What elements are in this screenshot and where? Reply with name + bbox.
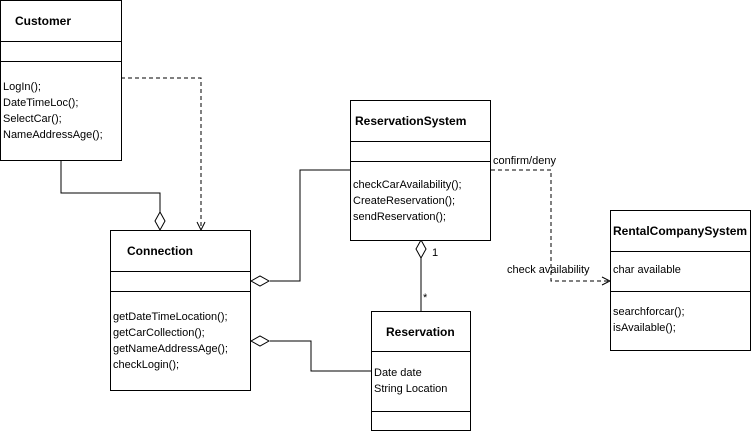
reservationsystem-rental-dependency — [491, 169, 610, 281]
class-rental-company-system[interactable]: RentalCompanySystem char available searc… — [610, 210, 751, 351]
class-member: DateTimeLoc(); — [3, 97, 79, 109]
class-member: checkLogin(); — [113, 359, 180, 371]
class-reservation-system-operations: checkCarAvailability(); CreateReservation… — [351, 162, 490, 225]
class-member: getDateTimeLocation(); — [113, 311, 228, 323]
class-rental-company-system-title: RentalCompanySystem — [611, 211, 750, 252]
customer-connection-aggregation — [60, 160, 161, 212]
class-customer-operations: LogIn(); DateTimeLoc(); SelectCar(); NameAd… — [1, 62, 121, 143]
class-customer-attributes — [1, 42, 121, 62]
customer-connection-dependency — [121, 77, 201, 230]
class-rental-company-system-operations: searchforcar(); isAvailable(); — [611, 292, 750, 336]
label-check-availability: check availability — [507, 264, 590, 276]
class-customer[interactable]: Customer LogIn(); DateTimeLoc(); SelectCar… — [0, 0, 122, 161]
reservation-connection-aggregation — [270, 340, 371, 372]
class-member: Date date — [374, 367, 422, 379]
class-connection-operations: getDateTimeLocation(); getCarCollection()… — [111, 292, 250, 373]
aggregation-diamond-connection-right — [249, 275, 271, 287]
class-member: LogIn(); — [3, 81, 41, 93]
class-customer-title: Customer — [1, 1, 121, 42]
class-member: searchforcar(); — [613, 306, 685, 318]
class-connection-attributes — [111, 272, 250, 292]
class-rental-company-system-attributes: char available — [611, 252, 750, 292]
label-confirm-deny: confirm/deny — [493, 155, 556, 167]
class-member: isAvailable(); — [613, 322, 676, 334]
class-member: sendReservation(); — [353, 211, 446, 223]
label-multiplicity-many: * — [423, 292, 428, 304]
class-reservation-title: Reservation — [372, 312, 470, 352]
aggregation-diamond-connection-top — [154, 210, 166, 232]
class-reservation-operations — [372, 412, 470, 415]
class-reservation-system[interactable]: ReservationSystem checkCarAvailability()… — [350, 100, 491, 241]
aggregation-diamond-reservationsystem-bottom — [415, 238, 427, 260]
class-reservation-system-attributes — [351, 142, 490, 162]
class-member: SelectCar(); — [3, 113, 62, 125]
class-member: checkCarAvailability(); — [353, 179, 462, 191]
aggregation-diamond-connection-lower — [249, 335, 271, 347]
class-member: String Location — [374, 383, 448, 395]
class-member: getNameAddressAge(); — [113, 343, 228, 355]
class-reservation-system-title: ReservationSystem — [351, 101, 490, 142]
class-member: NameAddressAge(); — [3, 129, 103, 141]
reservationsystem-connection-aggregation — [270, 169, 350, 282]
class-member: char available — [613, 264, 681, 276]
class-connection[interactable]: Connection getDateTimeLocation(); getCarC… — [110, 230, 251, 391]
class-member: CreateReservation(); — [353, 195, 456, 207]
class-member: getCarCollection(); — [113, 327, 205, 339]
class-connection-title: Connection — [111, 231, 250, 272]
label-multiplicity-one: 1 — [432, 247, 439, 259]
